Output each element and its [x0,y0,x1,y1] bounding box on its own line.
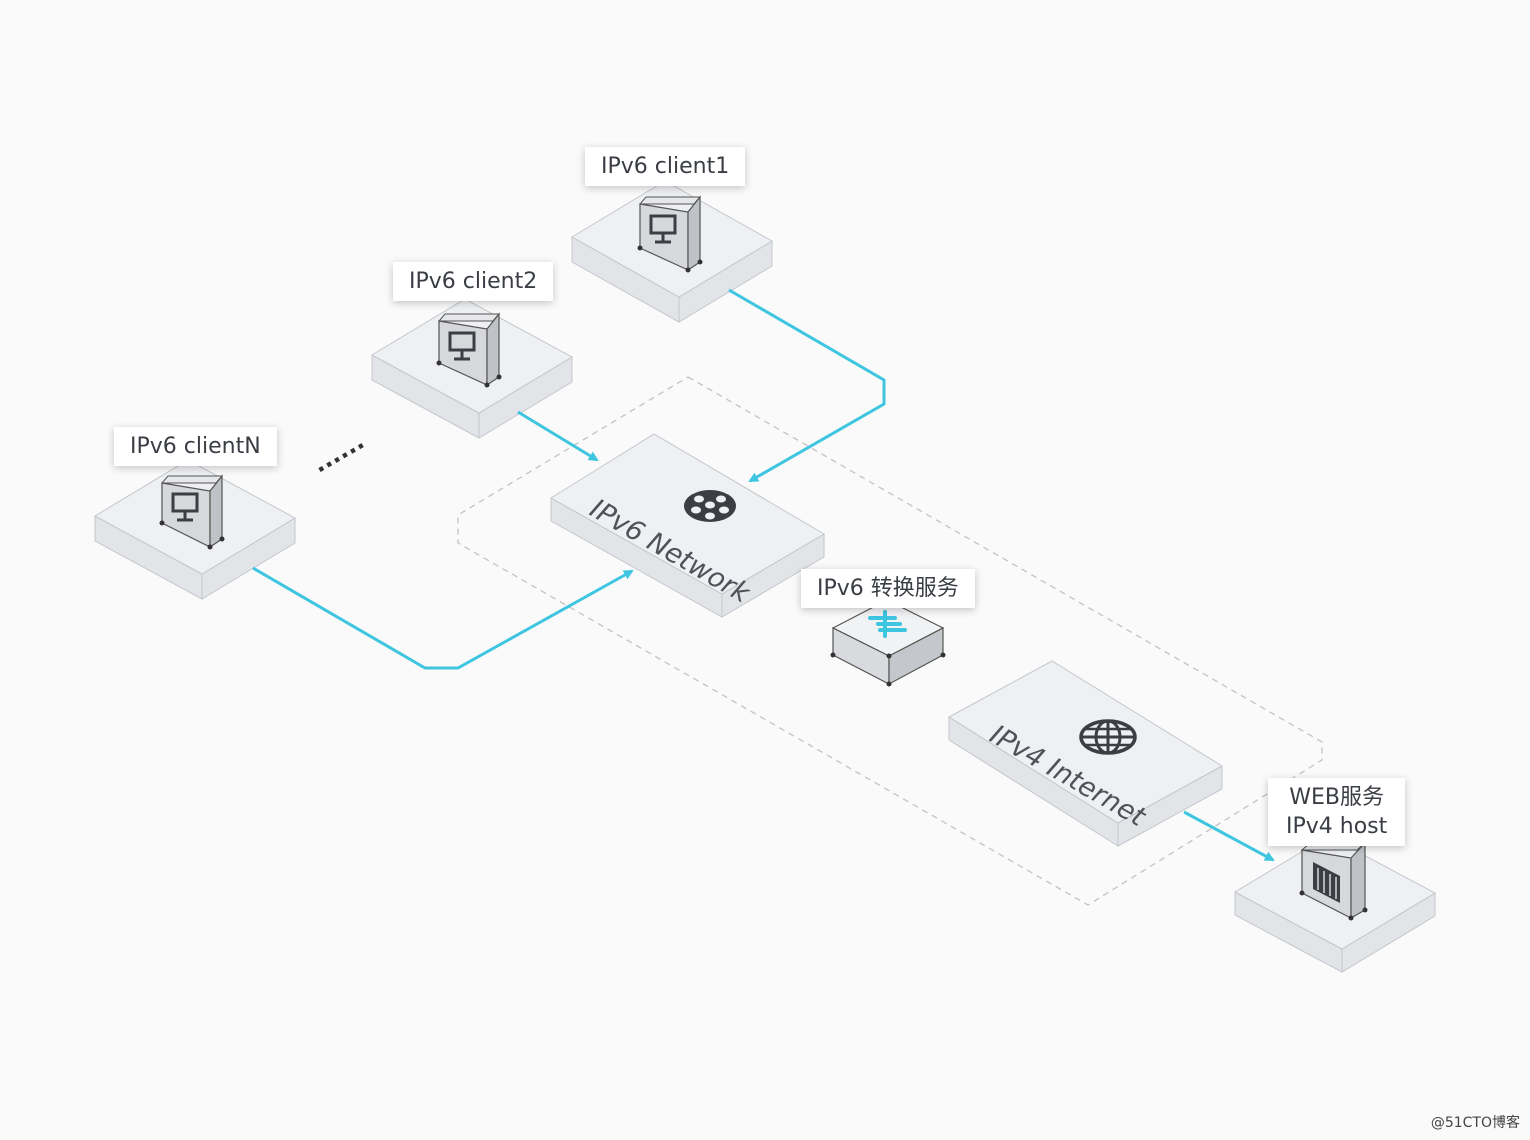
client1-device [637,195,703,273]
network-icon [684,490,736,522]
link-client1-to-ipv6 [728,288,886,483]
watermark: @51CTO博客 [1430,1115,1520,1131]
translation-service-device [830,599,946,687]
web-host-label: WEB服务 IPv4 host [1268,778,1406,846]
clients-ellipsis: ...... [307,427,368,479]
translation-zone [457,376,1323,906]
link-clientN-to-ipv6 [252,566,634,670]
clientN-label: IPv6 clientN [114,427,277,466]
monitor-icon [649,214,677,244]
translate-icon [868,610,907,638]
monitor-icon [448,331,476,361]
clientN-label-text: IPv6 clientN [130,434,261,459]
ipv4-internet-slab [948,660,1223,847]
translation-service-label-text: IPv6 转换服务 [817,576,959,601]
globe-icon [1079,719,1137,755]
clientN-device [159,474,225,550]
client1-label: IPv6 client1 [585,147,746,186]
client2-label: IPv6 client2 [393,262,554,301]
link-client2-to-ipv6 [517,410,599,462]
web-host-label-line2: IPv4 host [1286,814,1388,839]
client1-label-text: IPv6 client1 [601,154,730,179]
client2-device [436,312,502,388]
link-ipv4-to-webhost [1183,810,1275,862]
translation-service-label: IPv6 转换服务 [801,569,975,608]
client2-label-text: IPv6 client2 [409,269,538,294]
server-icon [1313,862,1340,903]
monitor-icon [171,492,199,522]
web-host-label-line1: WEB服务 [1289,785,1384,810]
